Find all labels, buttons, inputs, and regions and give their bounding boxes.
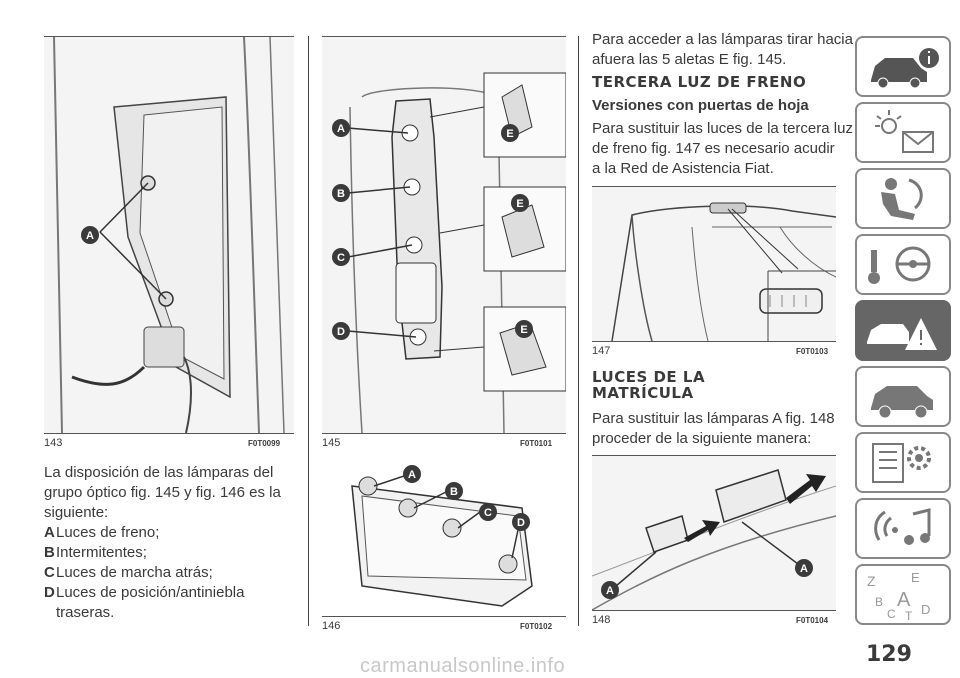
list-item-d-continued: traseras. xyxy=(56,604,115,621)
figure-146-rule xyxy=(322,616,566,617)
svg-text:C: C xyxy=(484,507,492,519)
seat-airbag-icon xyxy=(881,178,923,220)
callout-C: C xyxy=(479,503,497,521)
svg-text:A: A xyxy=(897,589,911,611)
svg-text:Z: Z xyxy=(867,573,876,589)
svg-text:C: C xyxy=(887,607,896,621)
heading-third-brake-light: TERCERA LUZ DE FRENO xyxy=(592,73,807,91)
warning-lights-icon xyxy=(875,110,934,153)
figure-147-number: 147 xyxy=(592,345,611,357)
svg-text:A: A xyxy=(606,585,614,597)
figure-148-illustration: A A xyxy=(592,469,836,610)
heading-license-plate-lights-line1: LUCES DE LA xyxy=(592,368,706,386)
tab-seat-airbag[interactable] xyxy=(855,168,951,229)
svg-text:B: B xyxy=(450,486,458,498)
para-access-line2: afuera las 5 aletas E fig. 145. xyxy=(592,51,787,68)
para-third-brake-line2: de freno fig. 147 es necesario acudir xyxy=(592,140,835,157)
tab-alphabetical-index[interactable]: Z E B A C T D xyxy=(855,564,951,625)
para-third-brake-line3: a la Red de Asistencia Fiat. xyxy=(592,160,774,177)
heading-license-plate-lights-line2: MATRÍCULA xyxy=(592,384,694,402)
list-item-d: DLuces de posición/antiniebla xyxy=(44,584,245,601)
callout-A: A xyxy=(332,119,350,137)
para-third-brake-line1: Para sustituir las luces de la tercera l… xyxy=(592,120,853,137)
figure-143-code: F0T0099 xyxy=(248,439,281,448)
svg-text:B: B xyxy=(875,595,883,609)
callout-E-1: E xyxy=(501,124,519,142)
callout-D: D xyxy=(512,513,530,531)
callout-E-3: E xyxy=(515,320,533,338)
figure-145-illustration: A B C D E E E xyxy=(332,72,566,433)
svg-text:B: B xyxy=(337,188,345,200)
figure-143-number: 143 xyxy=(44,437,63,449)
alphabetical-index-icon: Z E B A C T D xyxy=(867,570,930,623)
callout-E-2: E xyxy=(511,194,529,212)
figure-148-number: 148 xyxy=(592,614,611,626)
column-divider-2 xyxy=(578,36,579,626)
figure-147 xyxy=(592,186,836,341)
para-license-line1: Para sustituir las lámparas A fig. 148 xyxy=(592,410,835,427)
figure-143: A xyxy=(44,36,294,433)
figure-145: A B C D E E E xyxy=(322,36,566,433)
figure-145-number: 145 xyxy=(322,437,341,449)
column-divider-1 xyxy=(308,36,309,626)
callout-A: A xyxy=(81,226,99,244)
figure-146-code: F0T0102 xyxy=(520,622,553,631)
para-access-line1: Para acceder a las lámparas tirar hacia xyxy=(592,31,853,48)
car-maintenance-icon xyxy=(871,386,933,419)
figure-146-illustration: A B C D xyxy=(351,465,533,607)
figure-148: A A xyxy=(592,455,836,610)
figure-148-rule xyxy=(592,610,836,611)
svg-text:T: T xyxy=(905,609,913,623)
figure-147-illustration xyxy=(611,202,836,341)
figure-146: A B C D xyxy=(322,456,566,616)
svg-text:A: A xyxy=(408,469,416,481)
svg-text:C: C xyxy=(337,252,345,264)
callout-C: C xyxy=(332,248,350,266)
watermark: carmanualsonline.info xyxy=(360,655,566,677)
list-item-b: BIntermitentes; xyxy=(44,544,147,561)
svg-text:D: D xyxy=(337,326,345,338)
para-license-line2: proceder de la siguiente manera: xyxy=(592,430,812,447)
figure-147-rule xyxy=(592,341,836,342)
callout-A-1: A xyxy=(601,581,619,599)
tab-multimedia[interactable] xyxy=(855,498,951,559)
figure-145-code: F0T0101 xyxy=(520,439,553,448)
callout-B: B xyxy=(445,482,463,500)
callout-D: D xyxy=(332,322,350,340)
car-info-icon xyxy=(871,48,939,89)
svg-text:E: E xyxy=(516,198,523,210)
tab-key-steering[interactable] xyxy=(855,234,951,295)
tab-car-info[interactable] xyxy=(855,36,951,97)
callout-A-2: A xyxy=(795,559,813,577)
figure-145-rule xyxy=(322,433,566,434)
svg-text:A: A xyxy=(86,230,94,242)
intro-paragraph: La disposición de las lámparas del grupo… xyxy=(44,464,281,521)
tab-car-breakdown[interactable] xyxy=(855,300,951,361)
list-item-c: CLuces de marcha atrás; xyxy=(44,564,213,581)
multimedia-icon xyxy=(874,508,931,545)
callout-B: B xyxy=(332,184,350,202)
svg-text:E: E xyxy=(911,570,920,585)
list-item-a: ALuces de freno; xyxy=(44,524,160,541)
svg-text:D: D xyxy=(921,602,930,617)
callout-A: A xyxy=(403,465,421,483)
figure-146-number: 146 xyxy=(322,620,341,632)
tab-warning-lights[interactable] xyxy=(855,102,951,163)
subheading-door-versions: Versiones con puertas de hoja xyxy=(592,97,809,114)
key-steering-icon xyxy=(868,246,931,284)
svg-text:E: E xyxy=(506,128,513,140)
svg-text:A: A xyxy=(337,123,345,135)
svg-text:D: D xyxy=(517,517,525,529)
car-breakdown-icon xyxy=(867,318,937,350)
svg-text:A: A xyxy=(800,563,808,575)
figure-148-code: F0T0104 xyxy=(796,616,829,625)
figure-147-code: F0T0103 xyxy=(796,347,829,356)
figure-143-rule xyxy=(44,433,294,434)
figure-143-illustration: A xyxy=(53,37,285,433)
svg-text:E: E xyxy=(520,324,527,336)
tab-car-maintenance[interactable] xyxy=(855,366,951,427)
specs-gear-icon xyxy=(872,443,931,483)
tab-specs-gear[interactable] xyxy=(855,432,951,493)
page-number: 129 xyxy=(866,642,912,667)
